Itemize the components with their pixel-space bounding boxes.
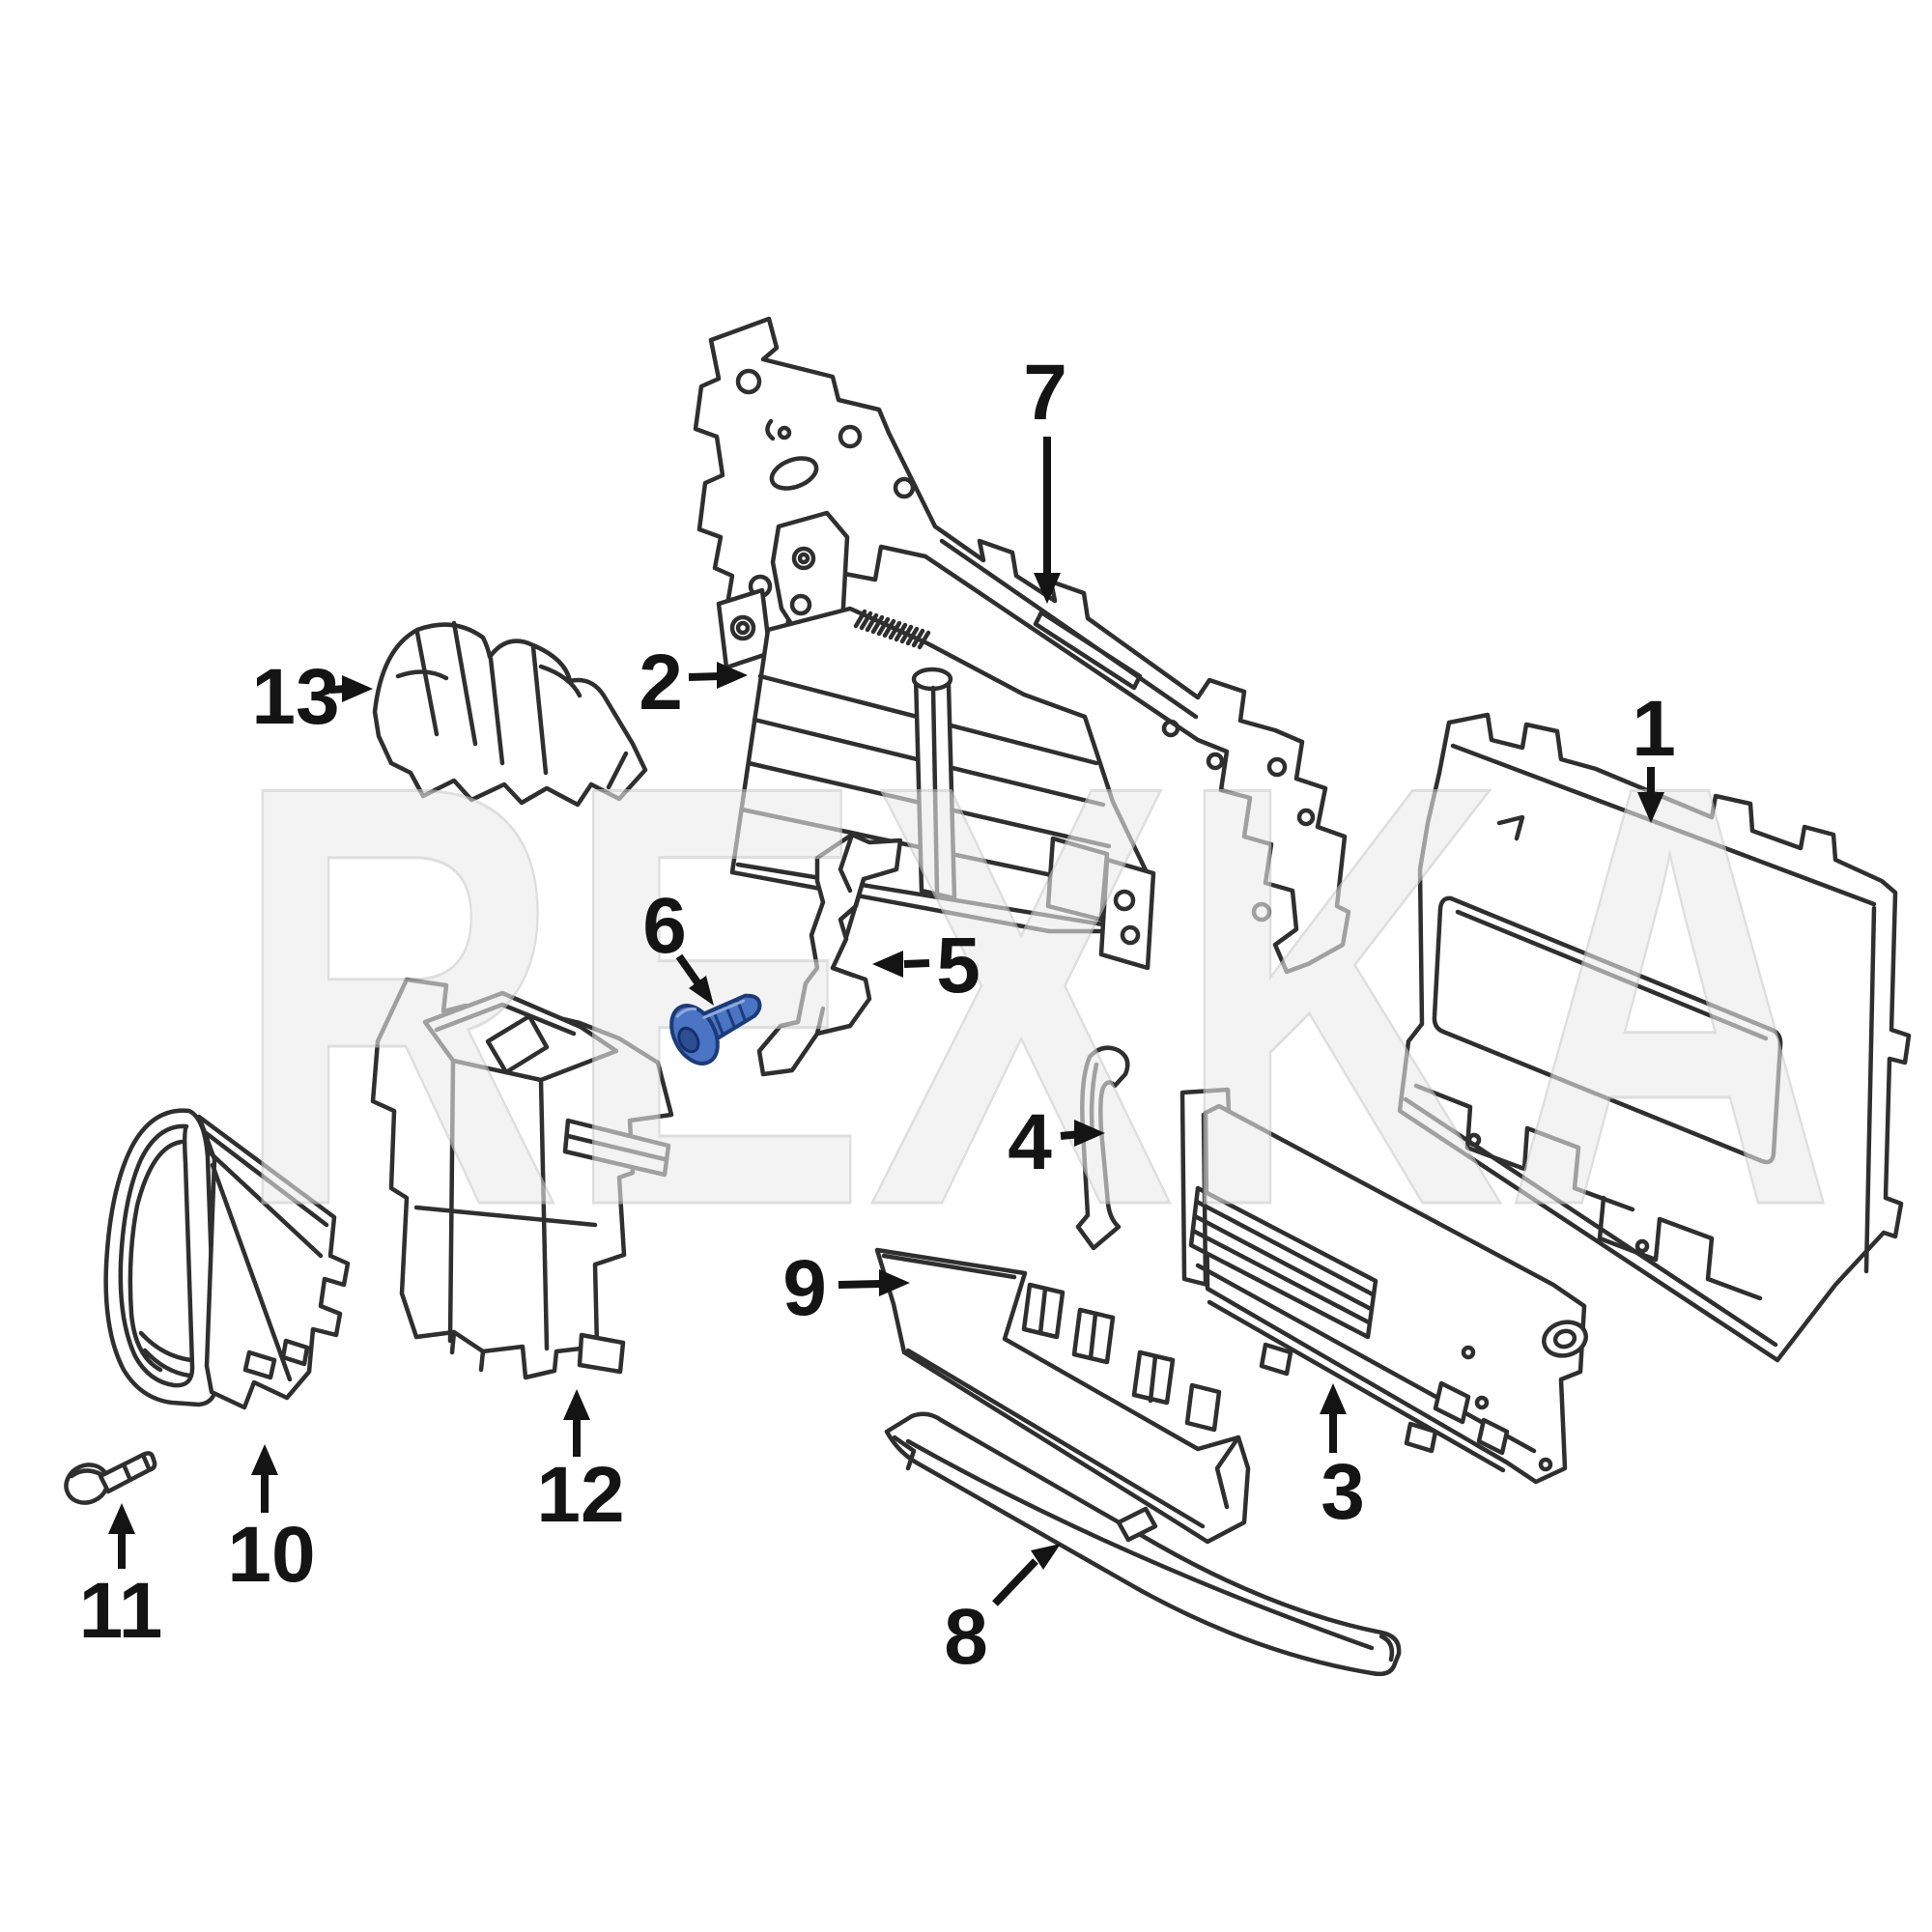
callout-2-number: 2 bbox=[639, 639, 683, 726]
front-opening bbox=[1432, 895, 1783, 1165]
callouts: 1 2 3 4 5 6 7 bbox=[79, 349, 1676, 1681]
callout-11-number: 11 bbox=[79, 1567, 163, 1655]
watermark-text: REXKA bbox=[232, 662, 1835, 1330]
callout-11: 11 bbox=[79, 1503, 163, 1655]
callout-1: 1 bbox=[1632, 685, 1676, 823]
callout-7-number: 7 bbox=[1023, 349, 1067, 437]
callout-9: 9 bbox=[782, 1244, 910, 1332]
part-5-mounting-bracket bbox=[756, 832, 903, 1077]
callout-10-number: 10 bbox=[227, 1511, 315, 1599]
callout-12: 12 bbox=[536, 1389, 625, 1539]
part-13-upper-air-duct bbox=[372, 620, 648, 808]
callout-7: 7 bbox=[1023, 349, 1067, 604]
part-3-lower-shutter-assembly bbox=[1179, 1087, 1588, 1485]
callout-9-number: 9 bbox=[782, 1244, 827, 1332]
callout-2-arrow bbox=[688, 672, 722, 681]
part-10-side-deflector bbox=[103, 1108, 351, 1410]
callout-8-arrow bbox=[992, 1558, 1038, 1606]
callout-13: 13 bbox=[251, 653, 373, 741]
part-6-highlighted-screw bbox=[669, 993, 762, 1065]
part-12-air-duct-box bbox=[370, 977, 674, 1380]
callout-5-number: 5 bbox=[936, 922, 980, 1009]
callout-3: 3 bbox=[1320, 1383, 1365, 1536]
bolt-hole bbox=[735, 368, 762, 395]
part-8-lower-grille-bar bbox=[884, 1411, 1402, 1677]
callout-4: 4 bbox=[1008, 1098, 1105, 1186]
watermark: REXKA bbox=[231, 661, 1837, 1332]
callout-12-number: 12 bbox=[536, 1451, 624, 1539]
part-1-air-guide-assembly bbox=[1397, 712, 1912, 1363]
interior-shelf bbox=[1413, 1083, 1763, 1301]
callout-8: 8 bbox=[944, 1544, 1061, 1681]
callout-2: 2 bbox=[639, 639, 748, 726]
part-9-lower-deflector bbox=[874, 1247, 1251, 1545]
part-11-push-pin bbox=[64, 1451, 157, 1505]
callout-4-number: 4 bbox=[1008, 1098, 1052, 1186]
callout-6: 6 bbox=[642, 882, 714, 1006]
callout-1-number: 1 bbox=[1632, 685, 1676, 773]
callout-5-arrow bbox=[903, 959, 930, 968]
screw-socket bbox=[677, 1026, 700, 1054]
callout-6-number: 6 bbox=[642, 882, 687, 970]
callout-13-number: 13 bbox=[251, 653, 339, 741]
callout-8-number: 8 bbox=[944, 1593, 988, 1681]
callout-10: 10 bbox=[227, 1444, 316, 1599]
deflector-sheet bbox=[196, 1114, 351, 1410]
callout-3-number: 3 bbox=[1321, 1448, 1365, 1536]
actuator-knob bbox=[1542, 1320, 1588, 1358]
callout-5: 5 bbox=[872, 922, 980, 1009]
callout-6-arrow bbox=[675, 953, 701, 985]
callout-9-arrow bbox=[838, 1280, 882, 1289]
